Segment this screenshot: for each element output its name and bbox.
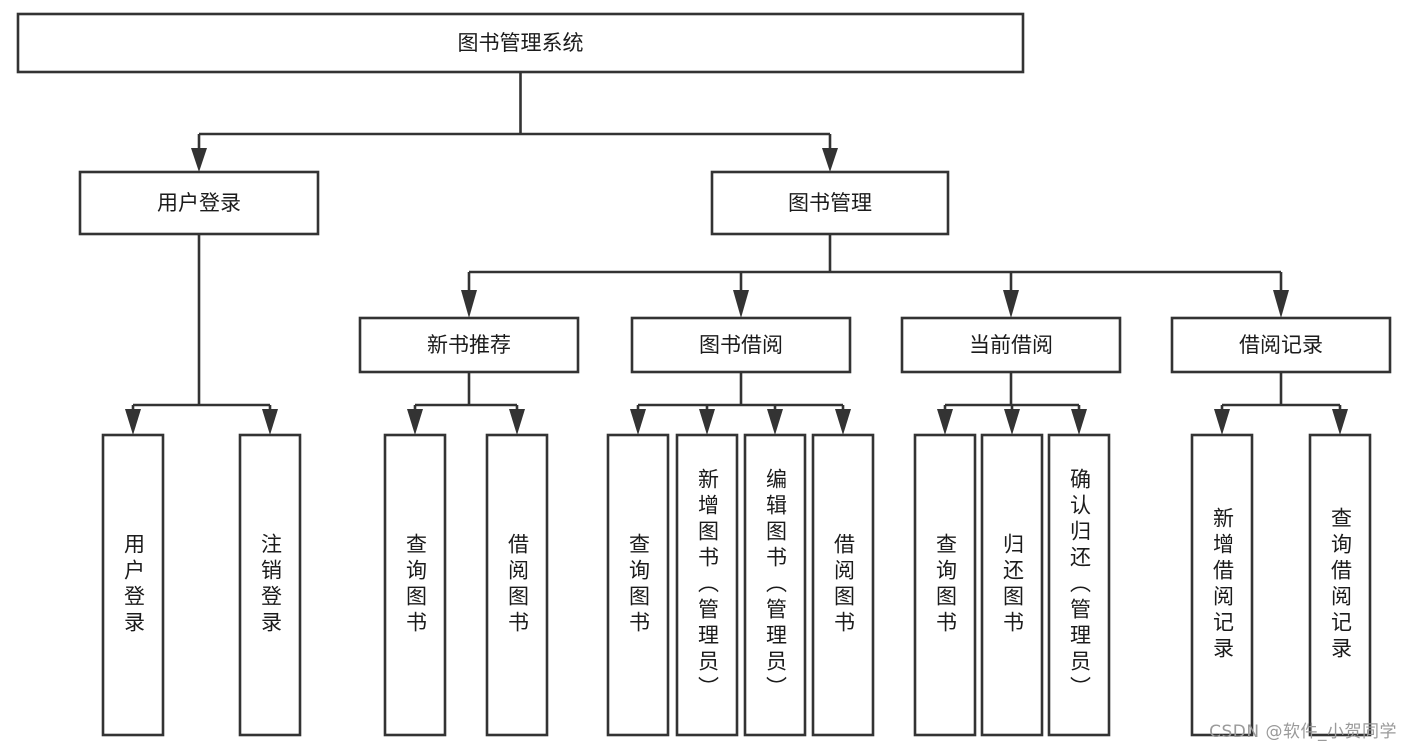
- connector-currentborrow-to-leaves: [937, 372, 1087, 435]
- connector-userlogin-to-leaves: [125, 234, 278, 435]
- node-leaf-query-book-current[interactable]: [913, 433, 977, 737]
- node-leaf-query-book-borrow[interactable]: [606, 433, 670, 737]
- connector-newbook-to-leaves: [407, 372, 525, 435]
- node-user-login-label: 用户登录: [157, 191, 241, 215]
- node-current-borrow-label: 当前借阅: [969, 333, 1053, 357]
- node-root[interactable]: 图书管理系统: [16, 12, 1025, 74]
- node-leaf-return-book[interactable]: [980, 433, 1044, 737]
- node-leaf-add-borrow-record[interactable]: [1190, 433, 1254, 737]
- node-leaf-logout-login[interactable]: [238, 433, 302, 737]
- node-leaf-borrow-book-recommend[interactable]: [485, 433, 549, 737]
- node-new-book-recommend-label: 新书推荐: [427, 333, 511, 357]
- connector-borrowrecord-to-leaves: [1214, 372, 1348, 435]
- leaf-boxes: [101, 433, 1372, 737]
- node-book-borrow[interactable]: 图书借阅: [630, 316, 852, 374]
- node-borrow-record[interactable]: 借阅记录: [1170, 316, 1392, 374]
- connector-root-to-level2: [191, 72, 838, 172]
- node-leaf-query-borrow-record[interactable]: [1308, 433, 1372, 737]
- node-book-management[interactable]: 图书管理: [710, 170, 950, 236]
- node-leaf-query-book-recommend[interactable]: [383, 433, 447, 737]
- node-leaf-borrow-book[interactable]: [811, 433, 875, 737]
- node-leaf-confirm-return-admin[interactable]: [1047, 433, 1111, 737]
- node-current-borrow[interactable]: 当前借阅: [900, 316, 1122, 374]
- watermark: CSDN @软件_小贺同学: [1209, 722, 1397, 742]
- node-book-borrow-label: 图书借阅: [699, 333, 783, 357]
- node-user-login[interactable]: 用户登录: [78, 170, 320, 236]
- node-root-label: 图书管理系统: [458, 31, 584, 55]
- connector-bookborrow-to-leaves: [630, 372, 851, 435]
- node-leaf-edit-book-admin[interactable]: [743, 433, 807, 737]
- node-leaf-add-book-admin[interactable]: [675, 433, 739, 737]
- connector-bookmgmt-to-level3: [461, 234, 1289, 318]
- node-borrow-record-label: 借阅记录: [1239, 333, 1323, 357]
- node-leaf-user-login[interactable]: [101, 433, 165, 737]
- node-new-book-recommend[interactable]: 新书推荐: [358, 316, 580, 374]
- node-book-management-label: 图书管理: [788, 191, 872, 215]
